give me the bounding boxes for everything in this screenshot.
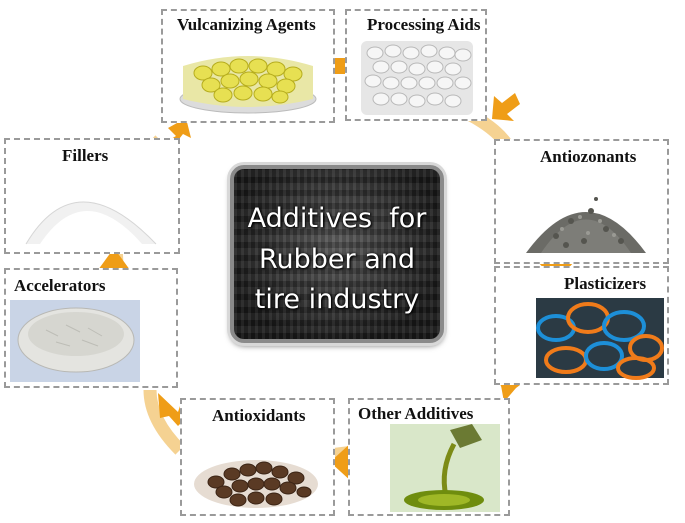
center-title-line-1: Additives for (234, 203, 440, 234)
node-plasticizers: Plasticizers (494, 266, 669, 385)
label-antiozonants: Antiozonants (540, 147, 636, 167)
center-title-line-2: Rubber and (234, 244, 440, 275)
label-other-additives: Other Additives (358, 404, 473, 424)
node-antiozonants: Antiozonants (494, 139, 669, 264)
arrow-processing-to-antiozonants (492, 93, 520, 121)
node-accelerators: Accelerators (4, 268, 178, 388)
node-fillers: Fillers (4, 138, 180, 254)
label-fillers: Fillers (62, 146, 108, 166)
node-other-additives: Other Additives (348, 398, 510, 516)
node-antioxidants: Antioxidants (180, 398, 335, 516)
label-accelerators: Accelerators (14, 276, 106, 296)
node-vulcanizing-agents: Vulcanizing Agents (161, 9, 335, 123)
label-vulcanizing-agents: Vulcanizing Agents (177, 15, 316, 35)
node-processing-aids: Processing Aids (345, 9, 487, 121)
label-processing-aids: Processing Aids (367, 15, 481, 35)
label-plasticizers: Plasticizers (564, 274, 646, 294)
center-title-panel: Additives for Rubber and tire industry (230, 165, 444, 343)
center-title-line-3: tire industry (234, 284, 440, 315)
label-antioxidants: Antioxidants (212, 406, 306, 426)
